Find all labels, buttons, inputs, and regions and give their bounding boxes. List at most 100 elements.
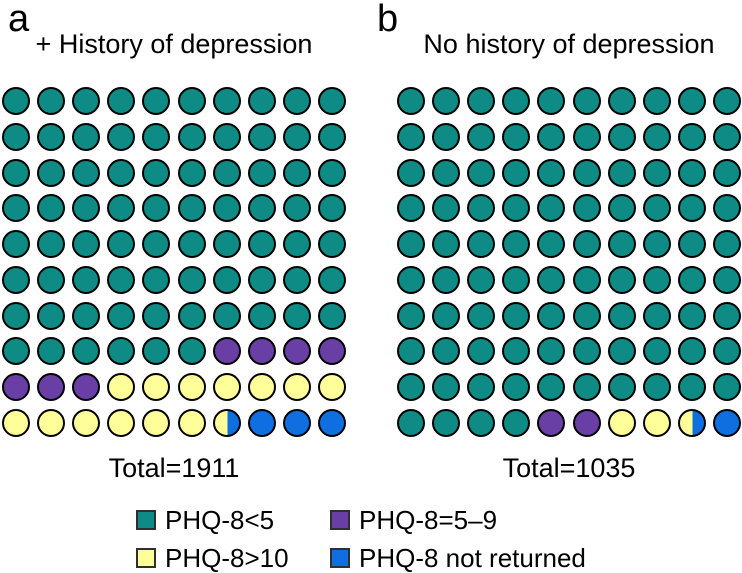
dot-phq8-under-5 bbox=[677, 123, 706, 152]
dot-phq8-under-5 bbox=[502, 301, 531, 330]
dot-phq8-not-returned bbox=[712, 408, 741, 437]
dot-phq8-under-5 bbox=[432, 265, 461, 294]
dot-phq8-under-5 bbox=[432, 408, 461, 437]
dot-phq8-under-5 bbox=[607, 158, 636, 187]
dot-phq8-5-9 bbox=[282, 337, 311, 366]
dot-phq8-under-5 bbox=[537, 194, 566, 223]
dot-phq8-under-5 bbox=[537, 301, 566, 330]
dot-phq8-under-5 bbox=[642, 123, 671, 152]
dot-phq8-under-5 bbox=[712, 265, 741, 294]
dot-phq8-5-9 bbox=[212, 337, 241, 366]
dot-phq8-under-5 bbox=[607, 337, 636, 366]
dot-phq8-under-5 bbox=[72, 123, 101, 152]
dot-phq8-under-5 bbox=[677, 194, 706, 223]
dot-phq8-under-5 bbox=[177, 194, 206, 223]
legend-item-1: PHQ-8<5 bbox=[136, 507, 330, 533]
dot-phq8-under-5 bbox=[247, 194, 276, 223]
dot-phq8-under-5 bbox=[317, 230, 346, 259]
dot-phq8-under-5 bbox=[677, 337, 706, 366]
dot-phq8-under-5 bbox=[537, 158, 566, 187]
dot-phq8-under-5 bbox=[107, 265, 136, 294]
dot-phq8-under-5 bbox=[2, 194, 31, 223]
panel-b-letter: b bbox=[377, 0, 399, 40]
dot-phq8-under-5 bbox=[2, 337, 31, 366]
dot-phq8-under-5 bbox=[467, 194, 496, 223]
dot-phq8-under-5 bbox=[397, 158, 426, 187]
dot-phq8-under-5 bbox=[467, 87, 496, 116]
dot-phq8-under-5 bbox=[642, 230, 671, 259]
dot-phq8-under-5 bbox=[502, 265, 531, 294]
dot-phq8-over-10 bbox=[642, 408, 671, 437]
dot-phq8-under-5 bbox=[247, 301, 276, 330]
dot-phq8-under-5 bbox=[212, 158, 241, 187]
dot-phq8-under-5 bbox=[177, 265, 206, 294]
dot-phq8-under-5 bbox=[2, 301, 31, 330]
dot-phq8-under-5 bbox=[677, 87, 706, 116]
panel-b-dot-grid bbox=[396, 87, 742, 437]
dot-phq8-under-5 bbox=[467, 123, 496, 152]
dot-phq8-under-5 bbox=[72, 158, 101, 187]
dot-phq8-under-5 bbox=[677, 301, 706, 330]
dot-phq8-under-5 bbox=[37, 265, 66, 294]
dot-phq8-over-10 bbox=[107, 372, 136, 401]
dot-phq8-under-5 bbox=[537, 123, 566, 152]
legend-label: PHQ-8=5–9 bbox=[359, 505, 498, 535]
dot-phq8-under-5 bbox=[247, 265, 276, 294]
dot-phq8-under-5 bbox=[432, 87, 461, 116]
dot-phq8-under-5 bbox=[282, 87, 311, 116]
dot-phq8-under-5 bbox=[142, 194, 171, 223]
dot-phq8-under-5 bbox=[212, 123, 241, 152]
dot-phq8-under-5 bbox=[467, 301, 496, 330]
dot-phq8-under-5 bbox=[397, 372, 426, 401]
panel-a: + History of depression Total=1911 bbox=[1, 28, 347, 483]
dot-phq8-under-5 bbox=[607, 230, 636, 259]
panel-a-title: + History of depression bbox=[35, 29, 313, 59]
dot-phq8-5-9 bbox=[72, 372, 101, 401]
dot-phq8-under-5 bbox=[712, 230, 741, 259]
dot-phq8-under-5 bbox=[212, 265, 241, 294]
dot-phq8-under-5 bbox=[317, 301, 346, 330]
dot-phq8-under-5 bbox=[467, 265, 496, 294]
panel-a-dot-grid bbox=[1, 87, 347, 437]
dot-phq8-under-5 bbox=[37, 337, 66, 366]
dot-phq8-under-5 bbox=[177, 158, 206, 187]
dot-phq8-under-5 bbox=[712, 158, 741, 187]
dot-phq8-under-5 bbox=[107, 337, 136, 366]
dot-phq8-under-5 bbox=[142, 158, 171, 187]
dot-phq8-under-5 bbox=[607, 123, 636, 152]
dot-phq8-under-5 bbox=[607, 301, 636, 330]
dot-phq8-over-10 bbox=[72, 408, 101, 437]
dot-phq8-under-5 bbox=[397, 123, 426, 152]
dot-phq8-under-5 bbox=[2, 123, 31, 152]
legend-label: PHQ-8 not returned bbox=[359, 543, 586, 573]
dot-phq8-under-5 bbox=[212, 194, 241, 223]
dot-half-phq8-over-10-and-not-returned bbox=[677, 408, 706, 437]
dot-phq8-under-5 bbox=[107, 123, 136, 152]
dot-phq8-under-5 bbox=[607, 87, 636, 116]
dot-phq8-under-5 bbox=[282, 158, 311, 187]
dot-phq8-under-5 bbox=[37, 87, 66, 116]
dot-phq8-under-5 bbox=[537, 372, 566, 401]
dot-phq8-over-10 bbox=[2, 408, 31, 437]
dot-phq8-under-5 bbox=[72, 194, 101, 223]
dot-phq8-under-5 bbox=[317, 194, 346, 223]
dot-phq8-under-5 bbox=[642, 194, 671, 223]
legend-label: PHQ-8<5 bbox=[165, 505, 275, 535]
dot-phq8-under-5 bbox=[677, 265, 706, 294]
dot-phq8-under-5 bbox=[397, 408, 426, 437]
legend-label: PHQ-8>10 bbox=[165, 543, 289, 573]
dot-phq8-under-5 bbox=[432, 337, 461, 366]
dot-phq8-under-5 bbox=[537, 265, 566, 294]
dot-phq8-under-5 bbox=[2, 230, 31, 259]
dot-phq8-under-5 bbox=[247, 123, 276, 152]
dot-phq8-under-5 bbox=[72, 265, 101, 294]
legend-item-4: PHQ-8 not returned bbox=[330, 545, 586, 571]
dot-phq8-under-5 bbox=[107, 301, 136, 330]
dot-phq8-under-5 bbox=[107, 158, 136, 187]
dot-phq8-under-5 bbox=[712, 194, 741, 223]
dot-phq8-under-5 bbox=[572, 301, 601, 330]
dot-phq8-not-returned bbox=[247, 408, 276, 437]
dot-phq8-under-5 bbox=[467, 230, 496, 259]
legend-swatch-yellow-icon bbox=[136, 548, 156, 568]
dot-phq8-under-5 bbox=[317, 265, 346, 294]
